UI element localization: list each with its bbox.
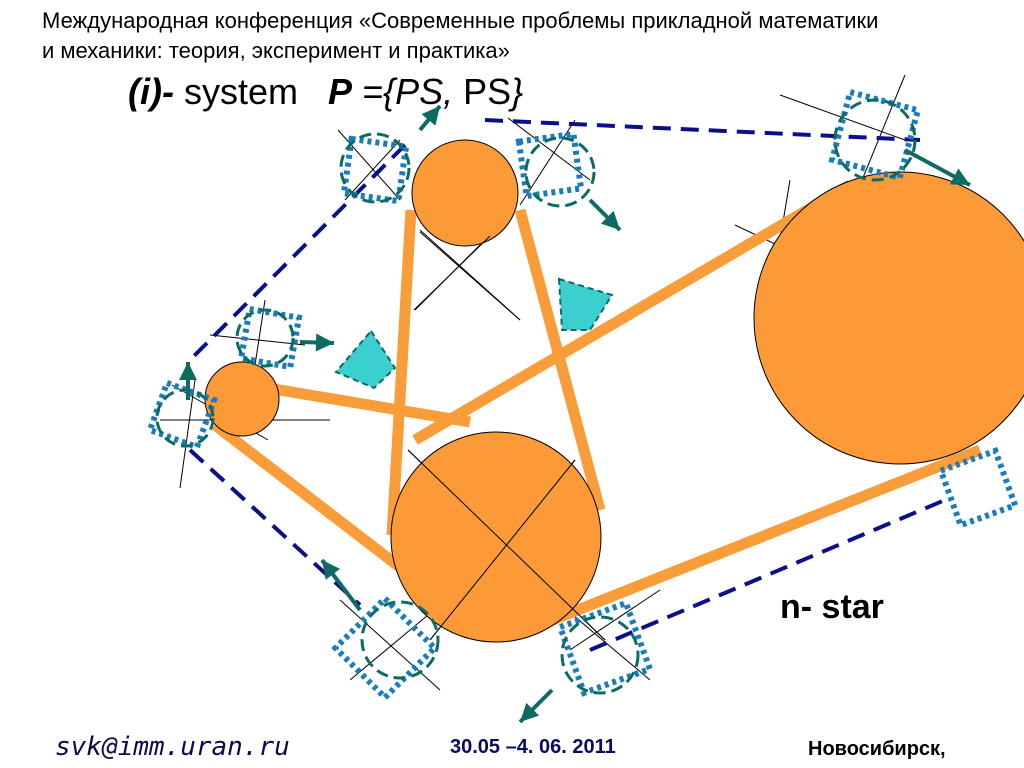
construction-line-5 bbox=[344, 139, 401, 201]
footer-email: svk@imm.uran.ru bbox=[55, 732, 290, 762]
teal-circle-bottom-center bbox=[560, 615, 640, 695]
subtitle-eq: ={ bbox=[352, 71, 396, 112]
disc-top-cross-a bbox=[419, 231, 521, 321]
subtitle-p: P bbox=[328, 71, 353, 112]
disc-center-cross-b bbox=[429, 459, 576, 641]
dotted-rect-top-right bbox=[828, 88, 922, 182]
subtitle-ps-plain: PS bbox=[453, 71, 512, 112]
teal-circle-top-right bbox=[833, 98, 917, 182]
dotted-rect-top-left bbox=[340, 135, 410, 205]
subtitle-label: (i)- bbox=[128, 71, 174, 112]
n-star-label: n- star bbox=[780, 588, 884, 626]
dotted-rect-mid-left bbox=[237, 305, 303, 371]
cyan-square-right bbox=[557, 277, 614, 331]
subtitle-system: system bbox=[173, 71, 298, 112]
cyan-square-left bbox=[334, 329, 397, 390]
disc-top-cross-b bbox=[413, 235, 491, 311]
dotted-rect-bottom-center bbox=[556, 599, 654, 697]
slide-subtitle: (i)- system P ={PS, PS} bbox=[128, 70, 523, 114]
construction-line-18 bbox=[349, 604, 441, 681]
footer-city: Новосибирск, bbox=[808, 738, 946, 760]
hull-dashed-line-0 bbox=[484, 118, 921, 142]
teal-circle-top-center bbox=[524, 136, 596, 208]
teal-circle-left bbox=[155, 388, 215, 448]
construction-line-13 bbox=[179, 379, 196, 489]
belt-line-0 bbox=[386, 209, 417, 536]
teal-circle-top-left bbox=[339, 132, 411, 204]
arrow-bottom-left-head bbox=[322, 560, 341, 580]
arrow-bottom-head bbox=[520, 702, 540, 722]
header-line-2: и механики: теория, эксперимент и практи… bbox=[42, 38, 510, 63]
teal-circle-mid-left bbox=[235, 308, 295, 368]
arrow-top-center-head bbox=[600, 210, 620, 230]
belt-line-3 bbox=[211, 420, 414, 580]
construction-line-17 bbox=[339, 599, 441, 691]
arrow-mid-left-head bbox=[315, 333, 334, 352]
disc-top bbox=[411, 139, 519, 247]
belt-line-4 bbox=[412, 180, 853, 445]
construction-line-20 bbox=[569, 589, 661, 651]
arrow-right-head bbox=[949, 168, 970, 185]
arrow-left-head bbox=[179, 362, 197, 380]
header-line-1: Международная конференция «Современные п… bbox=[42, 8, 879, 33]
hull-dashed-line-2 bbox=[188, 448, 362, 607]
hull-dashed-line-3 bbox=[589, 498, 946, 652]
subtitle-close: } bbox=[511, 71, 524, 112]
construction-line-11 bbox=[209, 334, 306, 346]
construction-line-7 bbox=[519, 119, 576, 206]
footer-date: 30.05 –4. 06. 2011 bbox=[450, 736, 616, 758]
arrow-top-head bbox=[421, 106, 440, 126]
belt-line-5 bbox=[537, 444, 983, 631]
dotted-rect-top-center bbox=[515, 130, 585, 200]
hull-dashed-line-1 bbox=[188, 143, 407, 362]
subtitle-ps-italic: PS, bbox=[395, 71, 454, 112]
construction-line-1 bbox=[859, 74, 906, 186]
teal-circle-bottom-left bbox=[360, 600, 440, 680]
dotted-rect-bottom-left bbox=[331, 594, 439, 702]
conference-header: Международная конференция «Современные п… bbox=[42, 6, 1022, 66]
dotted-rect-right bbox=[936, 446, 1020, 530]
